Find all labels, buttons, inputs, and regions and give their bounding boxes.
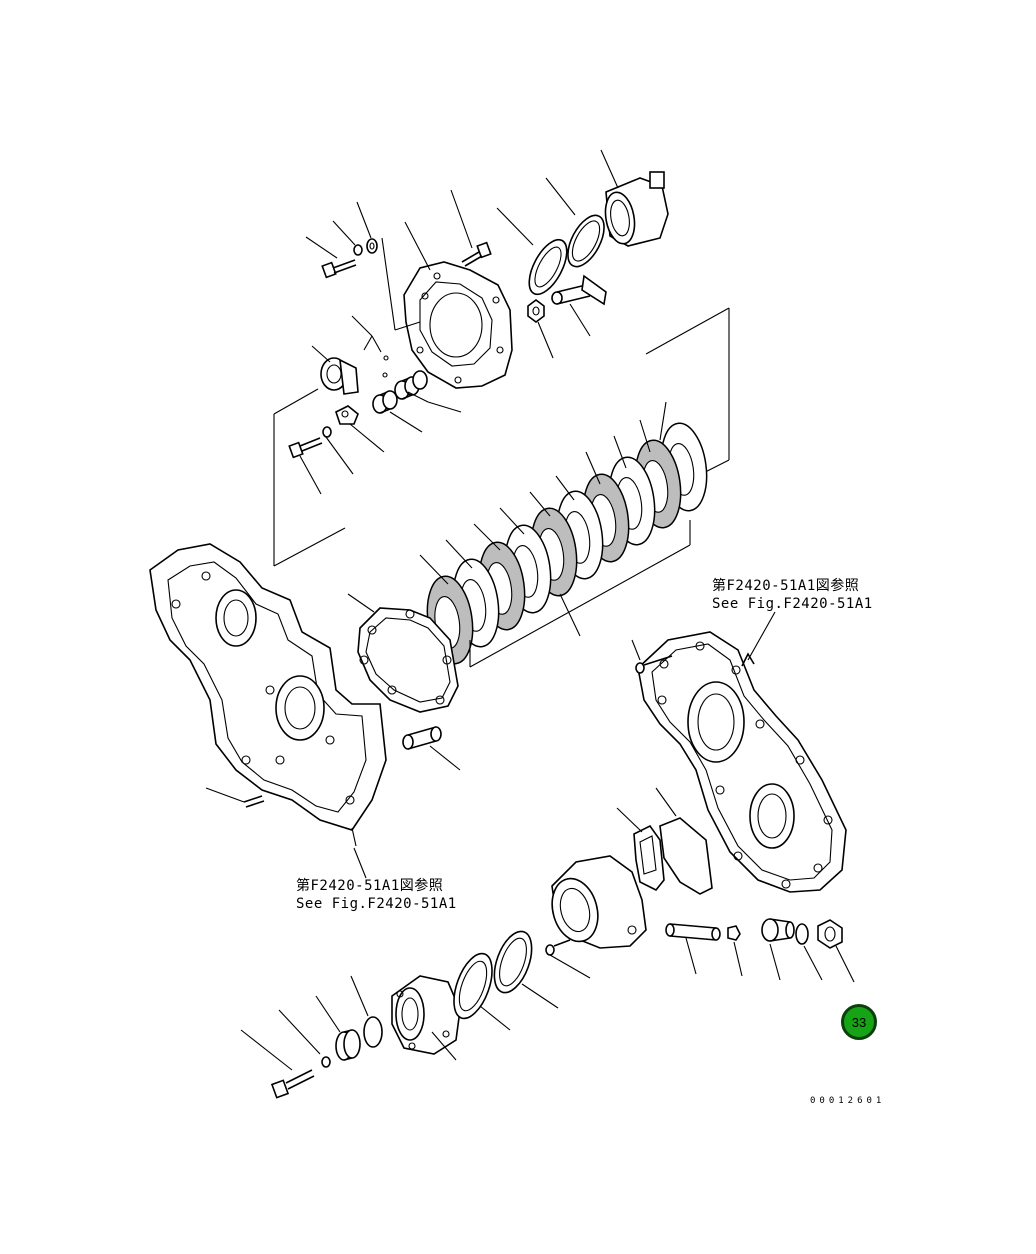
- stud-icon: [551, 274, 607, 306]
- page-number-badge[interactable]: 33: [841, 1004, 877, 1040]
- drawing-code: 00012601: [810, 1096, 886, 1106]
- reference-label-jp: 第F2420-51A1図参照: [296, 878, 444, 894]
- reference-label-en: See Fig.F2420-51A1: [296, 896, 457, 912]
- yoke-flange-icon: [391, 975, 461, 1055]
- leader-line: [613, 435, 627, 469]
- seal-ring-icon: [453, 952, 493, 1020]
- nut-icon: [817, 919, 843, 949]
- bushing-icon: [394, 370, 428, 400]
- nut-icon: [527, 299, 545, 323]
- bolt-icon: [461, 241, 492, 267]
- clutch-disc-stack-icon: [419, 307, 730, 668]
- sleeve-icon: [761, 918, 795, 942]
- shaft-icon: [665, 923, 721, 941]
- bushing-icon: [372, 390, 398, 414]
- retainer-housing-icon: [551, 855, 647, 949]
- bracket-icon: [335, 405, 359, 425]
- bolt-icon: [545, 939, 571, 956]
- reference-label-jp: 第F2420-51A1図参照: [712, 578, 860, 594]
- o-ring-icon: [363, 1016, 383, 1048]
- leader-line: [419, 554, 449, 585]
- leader-line: [529, 491, 551, 517]
- dowel-pin-icon: [402, 726, 442, 750]
- seal-ring-icon: [567, 214, 605, 268]
- bolt-icon: [635, 655, 673, 674]
- transmission-case-icon: [149, 543, 387, 831]
- leader-line: [639, 419, 651, 453]
- leader-line: [555, 475, 575, 501]
- washer-icon: [353, 244, 363, 256]
- leader-line: [659, 401, 667, 441]
- o-ring-icon: [795, 923, 809, 945]
- shim-pack-icon: [633, 817, 713, 895]
- gasket-icon: [357, 607, 459, 713]
- bolt-icon: [243, 795, 265, 808]
- top-parts-group: [273, 149, 669, 567]
- leader-line: [559, 593, 581, 637]
- leader-line: [499, 507, 525, 535]
- washer-icon: [322, 426, 332, 438]
- sensor-seal-icon: [320, 357, 359, 395]
- washer-icon: [321, 1056, 331, 1068]
- leader-line: [473, 523, 501, 551]
- washer-icon: [366, 238, 378, 254]
- cap-washer-icon: [335, 1029, 361, 1061]
- nut-icon: [727, 925, 741, 941]
- bolt-icon: [288, 437, 323, 459]
- cover-plate-icon: [637, 631, 847, 893]
- bolt-icon: [270, 1069, 315, 1099]
- seal-ring-icon: [528, 238, 568, 296]
- flange-coupling-icon: [604, 171, 669, 247]
- leader-line: [445, 539, 473, 569]
- retainer-housing-icon: [403, 261, 513, 389]
- reference-label-en: See Fig.F2420-51A1: [712, 596, 873, 612]
- seal-ring-icon: [493, 930, 533, 994]
- leader-line: [585, 451, 601, 485]
- bolt-icon: [321, 259, 357, 279]
